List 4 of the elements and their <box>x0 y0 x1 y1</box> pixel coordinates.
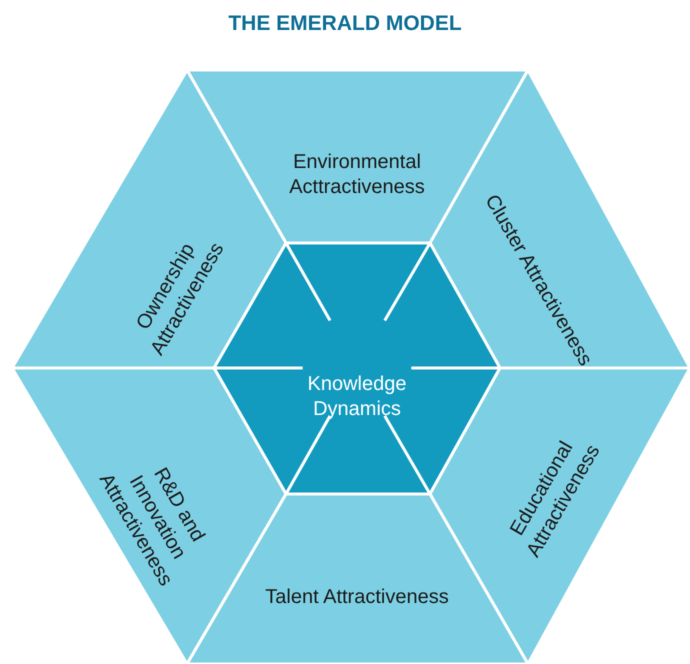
segment-label: Talent Attractiveness <box>264 585 450 610</box>
segment-label: Environmental Acttractiveness <box>288 150 426 200</box>
segment-label: Knowledge Dynamics <box>306 372 408 422</box>
diagram-title: THE EMERALD MODEL <box>227 12 463 36</box>
